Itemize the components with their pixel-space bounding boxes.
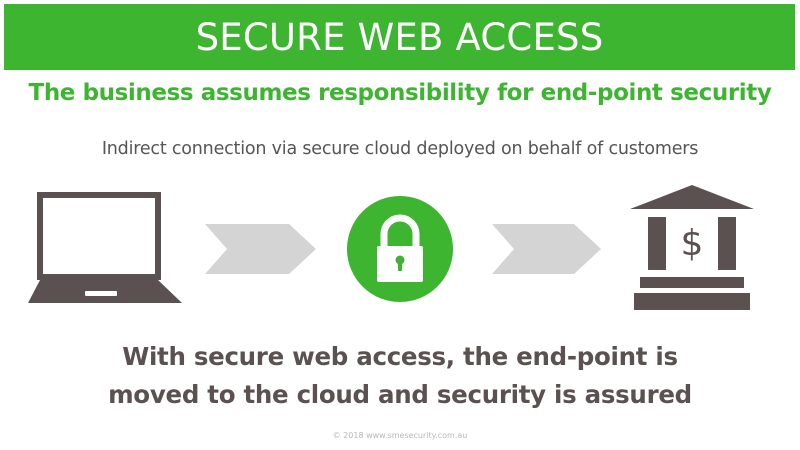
title-banner: SECURE WEB ACCESS	[4, 4, 795, 70]
conclusion-line-1: With secure web access, the end-point is	[122, 342, 678, 371]
page-title: SECURE WEB ACCESS	[195, 15, 604, 59]
subtitle: The business assumes responsibility for …	[28, 80, 772, 106]
bank-icon: $	[630, 185, 754, 310]
chevron-arrow-icon	[492, 224, 601, 274]
laptop-icon	[28, 192, 182, 303]
chevron-arrow-icon	[205, 224, 316, 274]
conclusion-line-2: moved to the cloud and security is assur…	[108, 380, 692, 409]
svg-text:$: $	[681, 223, 704, 264]
lock-icon	[347, 196, 453, 302]
description: Indirect connection via secure cloud dep…	[101, 139, 699, 159]
conclusion-text: With secure web access, the end-point is…	[0, 338, 800, 414]
copyright-text: © 2018 www.smesecurity.com.au	[332, 431, 468, 440]
